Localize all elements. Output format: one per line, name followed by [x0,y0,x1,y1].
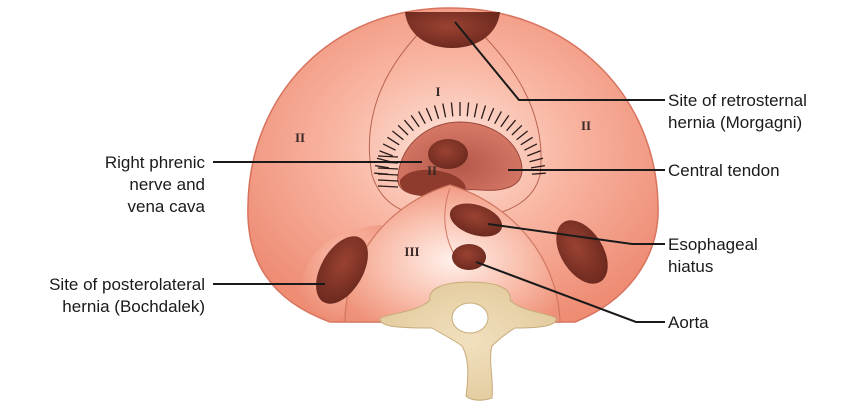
aortic-opening [452,244,486,270]
muscle-fiber-line [532,173,546,174]
vertebral-foramen [452,303,488,333]
label-retrosternal-line2: hernia (Morgagni) [668,113,802,132]
label-phrenic-line2: nerve and [129,175,205,194]
label-phrenic-line3: vena cava [128,197,206,216]
label-esophageal-line2: hiatus [668,257,713,276]
label-retrosternal-line1: Site of retrosternal [668,91,807,110]
label-posterolateral-line1: Site of posterolateral [49,275,205,294]
region-label-ii-center: II [427,163,437,178]
region-label-ii-left: II [295,130,305,145]
region-label-i: I [435,84,440,99]
label-esophageal-line1: Esophageal [668,235,758,254]
label-phrenic-line1: Right phrenic [105,153,206,172]
region-label-iii: III [404,244,419,259]
label-posterolateral-line2: hernia (Bochdalek) [62,297,205,316]
label-aorta: Aorta [668,313,709,332]
label-central-tendon: Central tendon [668,161,780,180]
region-label-ii-right: II [581,118,591,133]
